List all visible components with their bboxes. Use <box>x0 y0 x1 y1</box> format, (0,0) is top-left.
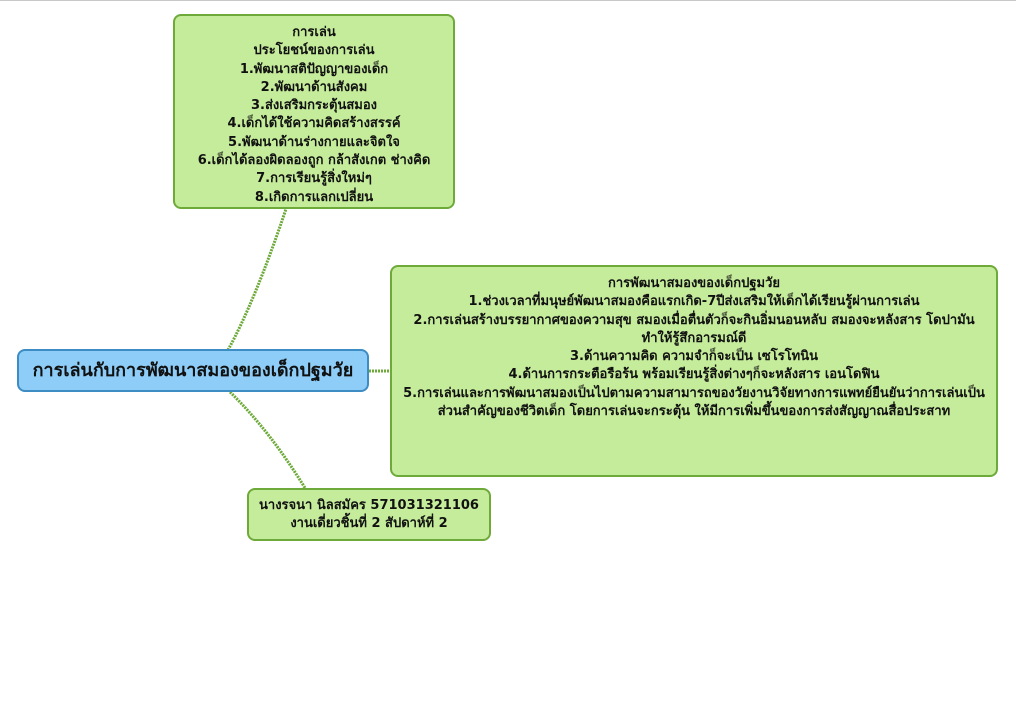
node-line: 3.ส่งเสริมกระตุ้นสมอง <box>250 98 378 114</box>
node-line: 8.เกิดการแลกเปลี่ยน <box>254 189 374 205</box>
node-line: 6.เด็กได้ลองผิดลองถูก กล้าสังเกต ช่างคิด <box>197 153 431 169</box>
central-topic-label: การเล่นกับการพัฒนาสมองของเด็กปฐมวัย <box>32 360 354 381</box>
benefits-of-play-node[interactable]: การเล่น ประโยชน์ของการเล่น 1.พัฒนาสติปัญ… <box>173 14 455 209</box>
node-line: 4.ด้านการกระตือรือร้น พร้อมเรียนรู้สิ่งต… <box>508 367 880 383</box>
node-line: ประโยชน์ของการเล่น <box>253 43 375 59</box>
node-line: 2.พัฒนาด้านสังคม <box>260 79 368 95</box>
author-node[interactable]: นางรจนา นิลสมัคร 571031321106 งานเดี่ยวช… <box>247 488 491 541</box>
node-line: 2.การเล่นสร้างบรรยากาศของความสุข สมองเมื… <box>413 312 975 346</box>
brain-development-node[interactable]: การพัฒนาสมองของเด็กปฐมวัย 1.ช่วงเวลาที่ม… <box>390 265 998 477</box>
connector-bottom <box>228 390 307 489</box>
assignment-label: งานเดี่ยวชิ้นที่ 2 สัปดาห์ที่ 2 <box>290 516 448 532</box>
node-line: 4.เด็กได้ใช้ความคิดสร้างสรรค์ <box>227 116 401 132</box>
node-line: 7.การเรียนรู้สิ่งใหม่ๆ <box>256 171 372 187</box>
node-line: การพัฒนาสมองของเด็กปฐมวัย <box>607 276 781 291</box>
connector-top <box>226 208 288 351</box>
node-line: 3.ด้านความคิด ความจำก็จะเป็น เซโรโทนิน <box>569 349 819 365</box>
author-name: นางรจนา นิลสมัคร 571031321106 <box>259 498 479 513</box>
node-line: 1.พัฒนาสติปัญญาของเด็ก <box>239 61 389 77</box>
node-line: 5.การเล่นและการพัฒนาสมองเป็นไปตามความสาม… <box>403 385 985 420</box>
node-line: 1.ช่วงเวลาที่มนุษย์พัฒนาสมองคือแรกเกิด-7… <box>468 294 920 310</box>
node-line: การเล่น <box>292 25 336 40</box>
node-line: 5.พัฒนาด้านร่างกายและจิตใจ <box>228 134 400 150</box>
central-topic[interactable]: การเล่นกับการพัฒนาสมองของเด็กปฐมวัย <box>17 349 369 392</box>
